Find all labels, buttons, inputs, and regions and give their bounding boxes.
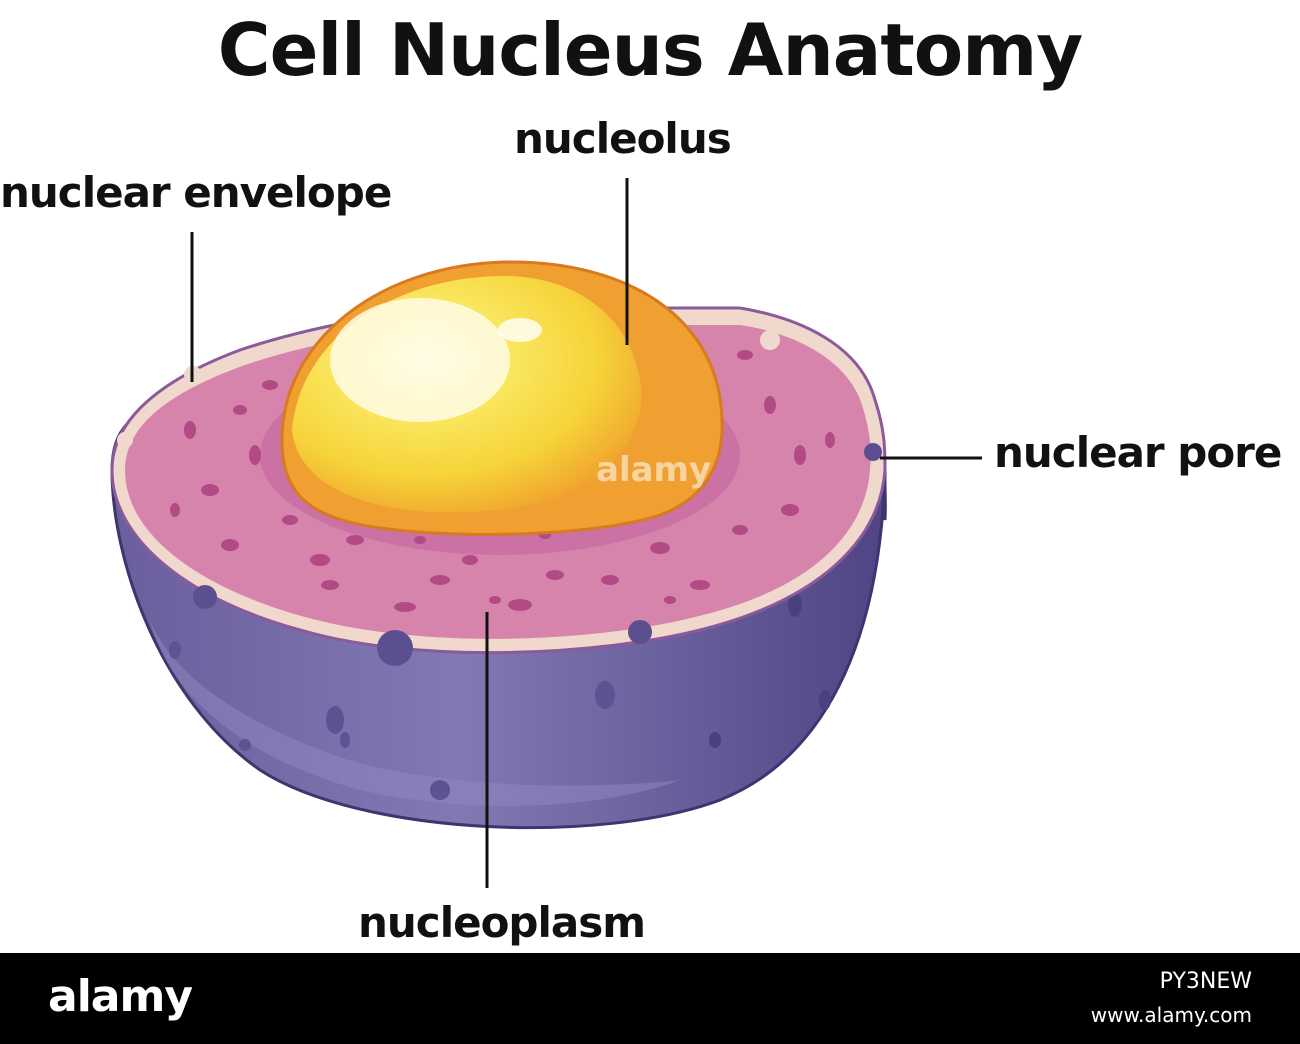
site-url: www.alamy.com: [1090, 1003, 1252, 1027]
label-nucleoplasm: nucleoplasm: [358, 898, 646, 947]
image-id: PY3NEW: [1159, 969, 1252, 994]
label-nucleolus: nucleolus: [514, 114, 732, 163]
page-title: Cell Nucleus Anatomy: [217, 8, 1083, 92]
watermark-text: alamy: [596, 450, 712, 490]
label-nuclear-pore: nuclear pore: [994, 428, 1282, 477]
leader-lines: [190, 178, 982, 888]
footer-bar: alamy PY3NEW www.alamy.com: [0, 953, 1300, 1044]
label-nuclear-envelope: nuclear envelope: [0, 168, 392, 217]
nucleolus-body: [280, 260, 724, 536]
nucleus-diagram: [110, 178, 982, 888]
alamy-logo: alamy: [48, 971, 193, 1022]
